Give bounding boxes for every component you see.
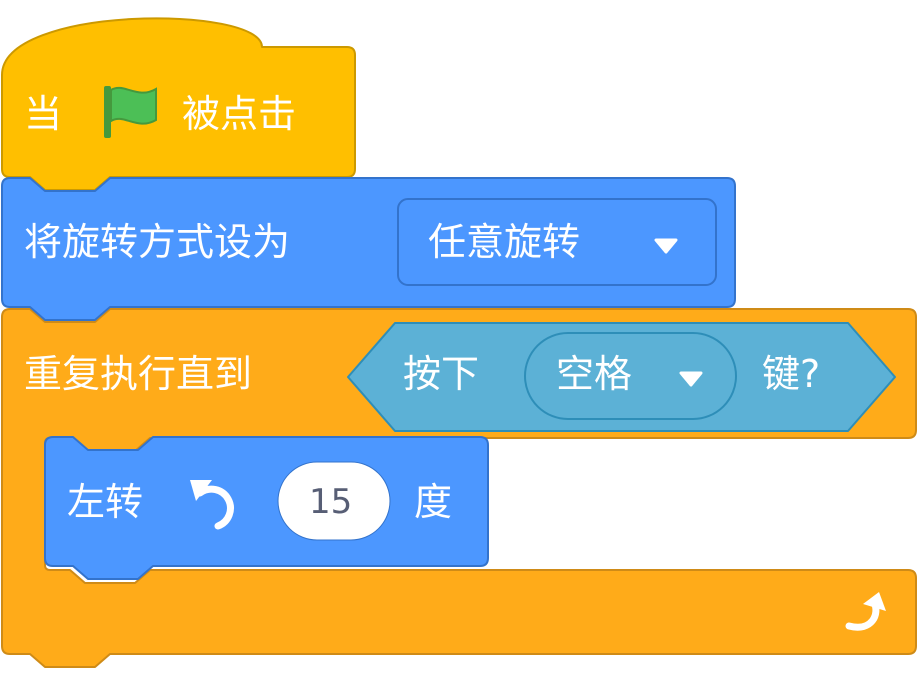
key-pressed-label-before: 按下 bbox=[403, 352, 480, 396]
repeat-until-label: 重复执行直到 bbox=[24, 352, 253, 396]
degrees-input[interactable] bbox=[277, 461, 391, 541]
degrees-value[interactable]: 15 bbox=[309, 482, 353, 522]
hat-label-clicked: 被点击 bbox=[182, 92, 297, 136]
degrees-unit-label: 度 bbox=[414, 480, 453, 524]
when-flag-clicked-block[interactable] bbox=[1, 17, 356, 191]
loop-arrow-icon bbox=[845, 592, 886, 631]
set-rotation-style-block[interactable] bbox=[1, 177, 736, 321]
dropdown-arrow-icon bbox=[654, 238, 678, 254]
rotate-left-icon bbox=[190, 480, 234, 530]
key-pressed-condition[interactable] bbox=[347, 322, 896, 432]
turn-left-label: 左转 bbox=[67, 480, 144, 524]
rotation-style-dropdown[interactable] bbox=[397, 198, 717, 286]
key-dropdown[interactable] bbox=[524, 332, 737, 420]
key-pressed-label-after: 键? bbox=[762, 352, 821, 396]
green-flag-icon bbox=[104, 86, 157, 138]
rotation-dropdown-value[interactable]: 任意旋转 bbox=[428, 220, 581, 264]
turn-left-block[interactable] bbox=[44, 436, 489, 580]
dropdown-arrow-icon bbox=[679, 371, 703, 387]
rotation-block-label: 将旋转方式设为 bbox=[24, 220, 291, 264]
key-dropdown-value[interactable]: 空格 bbox=[556, 352, 633, 396]
hat-block-shape[interactable] bbox=[1, 17, 356, 191]
hat-label-when: 当 bbox=[24, 92, 63, 136]
